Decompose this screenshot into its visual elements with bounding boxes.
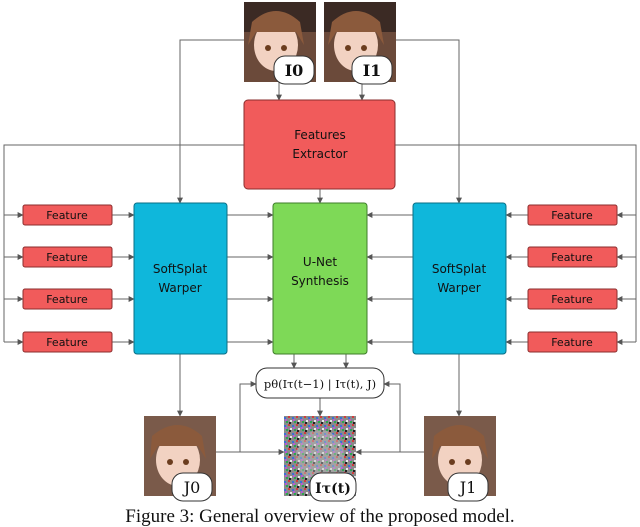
- left-features: Feature Feature Feature Feature: [22, 204, 113, 353]
- label-i0: I0: [285, 61, 304, 80]
- unet-label-2: Synthesis: [291, 274, 349, 288]
- label-box-i0: I0: [273, 55, 315, 85]
- label-box-i1: I1: [351, 55, 393, 85]
- feature-label: Feature: [551, 251, 593, 264]
- formula-box: pθ(Iτ(t−1) | Iτ(t), J): [255, 367, 385, 399]
- feature-label: Feature: [46, 336, 88, 349]
- label-box-j0: J0: [171, 472, 213, 502]
- warper-left-label-1: SoftSplat: [153, 262, 208, 276]
- warper-right-label-1: SoftSplat: [432, 262, 487, 276]
- connections: [3, 39, 637, 455]
- label-noise: Iτ(t): [315, 481, 351, 497]
- label-i1: I1: [363, 61, 382, 80]
- softsplat-warper-left: SoftSplat Warper: [133, 202, 228, 355]
- feature-label: Feature: [46, 209, 88, 222]
- label-j1: J1: [458, 478, 477, 497]
- feature-label: Feature: [46, 293, 88, 306]
- label-box-noise: Iτ(t): [309, 472, 357, 502]
- extractor-label-1: Features: [294, 128, 346, 142]
- warper-right-label-2: Warper: [437, 281, 480, 295]
- label-j0: J0: [182, 478, 201, 497]
- feature-label: Feature: [551, 293, 593, 306]
- formula-text: pθ(Iτ(t−1) | Iτ(t), J): [264, 377, 376, 392]
- feature-label: Feature: [551, 209, 593, 222]
- extractor-label-2: Extractor: [292, 147, 347, 161]
- feature-label: Feature: [46, 251, 88, 264]
- features-extractor-block: Features Extractor: [243, 99, 396, 190]
- label-box-j1: J1: [447, 472, 489, 502]
- unet-synthesis-block: U-Net Synthesis: [272, 202, 368, 355]
- feature-label: Feature: [551, 336, 593, 349]
- softsplat-warper-right: SoftSplat Warper: [412, 202, 507, 355]
- unet-label-1: U-Net: [303, 255, 337, 269]
- figure-caption: Figure 3: General overview of the propos…: [125, 506, 514, 527]
- right-features: Feature Feature Feature Feature: [527, 204, 618, 353]
- warper-left-label-2: Warper: [158, 281, 201, 295]
